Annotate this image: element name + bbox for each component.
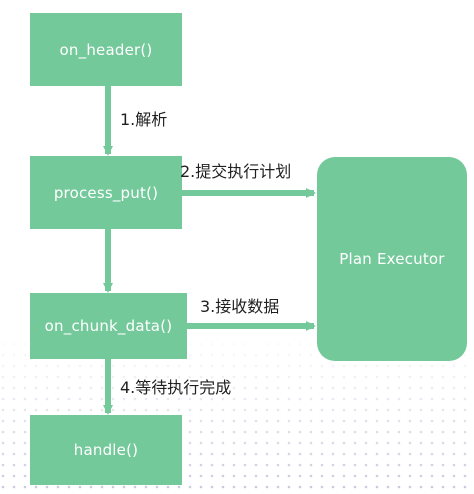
node-on-header: on_header()	[30, 13, 182, 86]
node-plan-executor: Plan Executor	[317, 157, 467, 361]
node-on-header-label: on_header()	[59, 40, 153, 59]
edge-label-step1: 1.解析	[120, 110, 168, 129]
edge-label-step4: 4.等待执行完成	[120, 378, 232, 397]
node-on-chunk-data: on_chunk_data()	[30, 293, 187, 359]
node-on-chunk-data-label: on_chunk_data()	[44, 317, 173, 335]
node-plan-executor-label: Plan Executor	[339, 250, 445, 268]
edge-label-step3: 3.接收数据	[200, 297, 280, 316]
node-handle: handle()	[30, 415, 182, 485]
node-process-put: process_put()	[30, 156, 182, 229]
edge-label-step2: 2.提交执行计划	[180, 162, 292, 181]
node-handle-label: handle()	[73, 441, 139, 459]
node-process-put-label: process_put()	[53, 183, 159, 202]
